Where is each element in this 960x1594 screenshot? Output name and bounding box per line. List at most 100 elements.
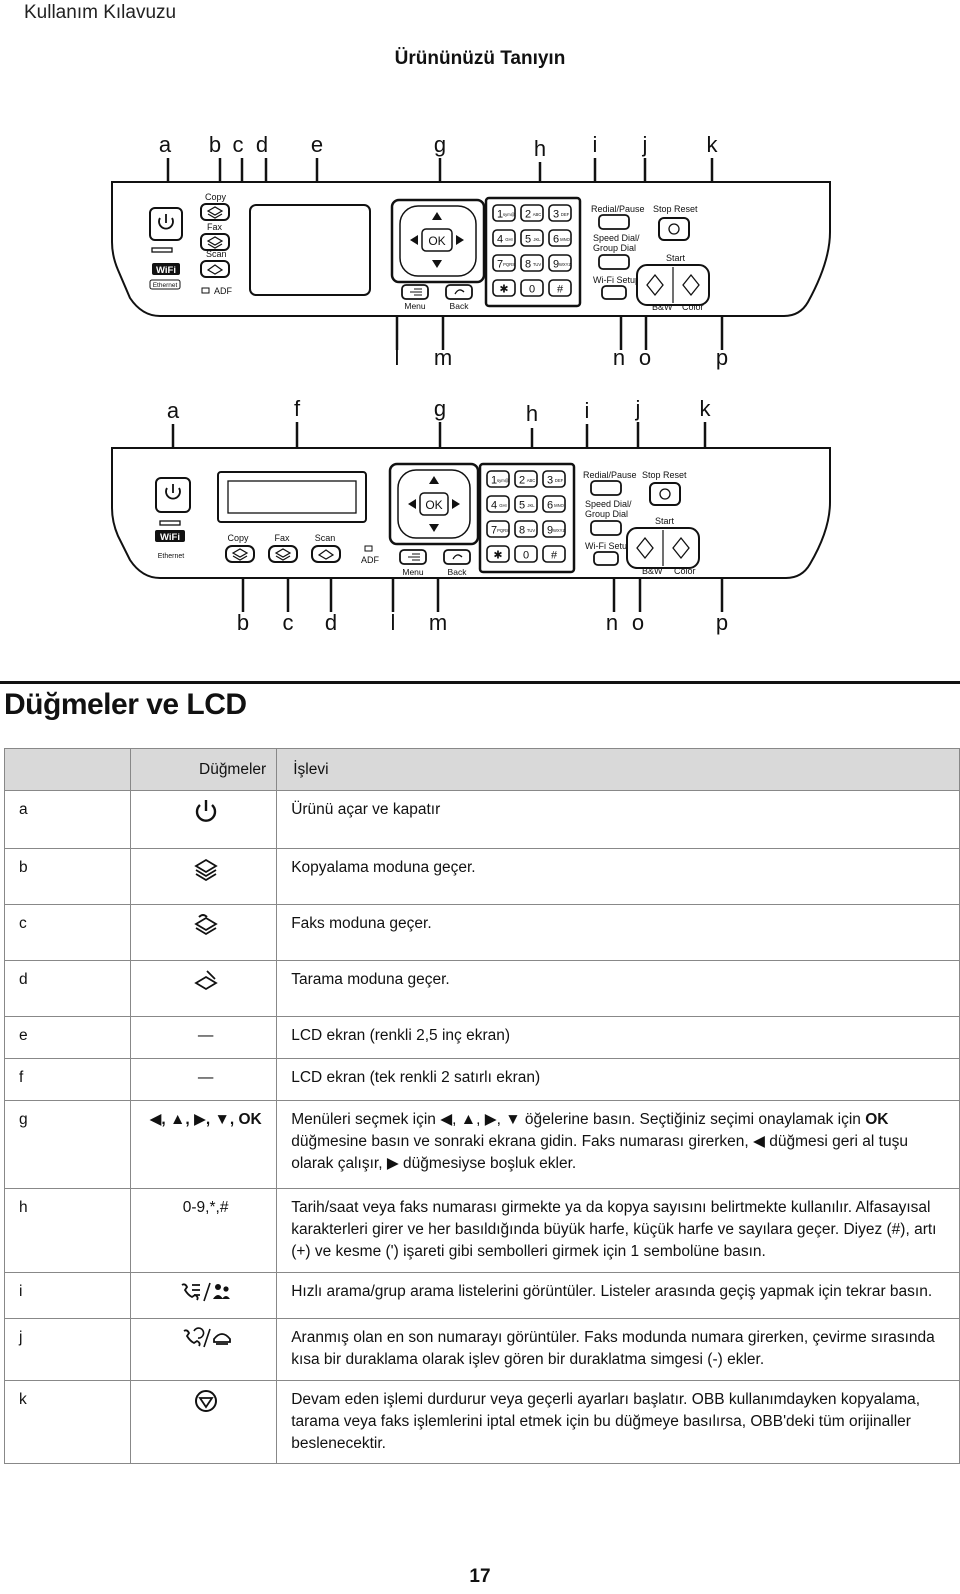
- callout-d: d: [256, 132, 268, 157]
- row-key: d: [4, 960, 131, 1017]
- svg-text:B&W: B&W: [652, 302, 673, 312]
- keypad-key[interactable]: [486, 545, 510, 563]
- row-button: ◀, ▲, ▶, ▼, OK: [129, 1100, 278, 1189]
- keypad-digit: 2: [519, 475, 525, 487]
- table-row: k Devam eden işlemi durdurur veya geçerl…: [4, 1380, 960, 1464]
- keypad-key[interactable]: [542, 495, 566, 513]
- callout-b: b: [209, 132, 221, 157]
- svg-text:Copy: Copy: [205, 192, 227, 202]
- keypad-digit: 9: [553, 259, 559, 271]
- keypad-key[interactable]: [492, 254, 516, 272]
- keypad-letters: MNO: [554, 503, 565, 508]
- keypad-key[interactable]: [492, 279, 516, 297]
- svg-text:Color: Color: [682, 302, 704, 312]
- keypad-digit: 7: [491, 525, 497, 537]
- callout-e: e: [311, 132, 323, 157]
- power-icon: [195, 800, 216, 822]
- svg-text:Start: Start: [666, 253, 686, 263]
- keypad-digit: 3: [547, 475, 553, 487]
- row-function: Hızlı arama/grup arama listelerini görün…: [276, 1272, 960, 1319]
- keypad-key[interactable]: [542, 520, 566, 538]
- row-button: [129, 960, 278, 1017]
- row-function: Devam eden işlemi durdurur veya geçerli …: [276, 1380, 960, 1464]
- svg-text:Ethernet: Ethernet: [158, 553, 185, 560]
- row-key: c: [4, 904, 131, 961]
- keypad-key[interactable]: [520, 254, 544, 272]
- callout-c: c: [233, 132, 244, 157]
- redial-icon: [183, 1327, 231, 1348]
- keypad-digit: 1: [497, 209, 503, 221]
- callout-p-2: p: [716, 610, 728, 635]
- row-function: Kopyalama moduna geçer.: [276, 848, 960, 905]
- row-button: 0-9,*,#: [129, 1188, 278, 1273]
- keypad-key[interactable]: [514, 545, 538, 563]
- section-title: Ürününüzü Tanıyın: [394, 48, 566, 69]
- keypad-key[interactable]: [514, 520, 538, 538]
- keypad-key[interactable]: [548, 204, 572, 222]
- keypad-key[interactable]: [520, 204, 544, 222]
- keypad-letters: TUV: [533, 262, 542, 267]
- keypad-digit: 0: [529, 284, 535, 296]
- keypad-key[interactable]: [486, 470, 510, 488]
- row-key: g: [4, 1100, 131, 1189]
- keypad-key[interactable]: [520, 279, 544, 297]
- callout-c-2: c: [283, 610, 294, 635]
- keypad-letters: WXYZ: [553, 528, 566, 533]
- table-row: e — LCD ekran (renkli 2,5 inç ekran): [4, 1016, 960, 1059]
- callout-p: p: [716, 345, 728, 370]
- speed-dial-icon: [181, 1282, 230, 1302]
- callout-a-2: a: [167, 398, 180, 423]
- header-title: Kullanım Kılavuzu: [24, 2, 177, 23]
- keypad-key[interactable]: [492, 229, 516, 247]
- row-button: [129, 904, 278, 961]
- keypad-letters: GHI: [505, 237, 512, 242]
- keypad-key[interactable]: [548, 229, 572, 247]
- keypad-key[interactable]: [542, 470, 566, 488]
- keypad-key[interactable]: [548, 254, 572, 272]
- svg-text:Color: Color: [674, 566, 696, 576]
- keypad-digit: 2: [525, 209, 531, 221]
- keypad-digit: 8: [519, 525, 525, 537]
- callout-o-2: o: [632, 610, 644, 635]
- column-header-function: İşlevi: [276, 748, 960, 791]
- table-row: b Kopyalama moduna geçer.: [4, 848, 960, 905]
- section-heading: Düğmeler ve LCD: [4, 688, 247, 721]
- callout-h-2: h: [526, 401, 538, 426]
- svg-text:Redial/Pause: Redial/Pause: [591, 204, 645, 214]
- keypad-letters: JKL: [533, 237, 541, 242]
- row-function: Aranmış olan en son numarayı görüntüler.…: [276, 1318, 960, 1381]
- callout-i-2: i: [585, 398, 590, 423]
- callout-m: m: [434, 345, 452, 370]
- row-key: h: [4, 1188, 131, 1273]
- keypad-letters: JKL: [527, 503, 535, 508]
- keypad-digit: 8: [525, 259, 531, 271]
- keypad-digit: 9: [547, 525, 553, 537]
- keypad-key[interactable]: [542, 545, 566, 563]
- svg-text:Fax: Fax: [207, 222, 223, 232]
- keypad-key[interactable]: [492, 204, 516, 222]
- keypad-key[interactable]: [486, 520, 510, 538]
- keypad-digit: #: [551, 550, 558, 562]
- keypad-key[interactable]: [548, 279, 572, 297]
- scan-icon: [193, 970, 218, 991]
- keypad-key[interactable]: [486, 495, 510, 513]
- table-row: g ◀, ▲, ▶, ▼, OK Menüleri seçmek için ◀,…: [4, 1100, 960, 1189]
- row-function: Faks moduna geçer.: [276, 904, 960, 961]
- keypad-key[interactable]: [514, 495, 538, 513]
- callout-j-2: j: [635, 396, 641, 421]
- row-function: LCD ekran (renkli 2,5 inç ekran): [276, 1016, 960, 1059]
- table-row: a Ürünü açar ve kapatır: [4, 790, 960, 849]
- svg-text:Back: Back: [450, 301, 470, 311]
- keypad-key[interactable]: [514, 470, 538, 488]
- keypad-letters: MNO: [560, 237, 571, 242]
- callout-l-2: l: [391, 610, 396, 635]
- row-key: a: [4, 790, 131, 849]
- control-panel-diagram-1: a b c d e g h i j k l m n o p W: [111, 132, 831, 370]
- keypad-letters: sym@: [497, 478, 509, 483]
- keypad-key[interactable]: [520, 229, 544, 247]
- row-button: —: [129, 1058, 278, 1101]
- svg-text:B&W: B&W: [642, 566, 663, 576]
- callout-n: n: [613, 345, 625, 370]
